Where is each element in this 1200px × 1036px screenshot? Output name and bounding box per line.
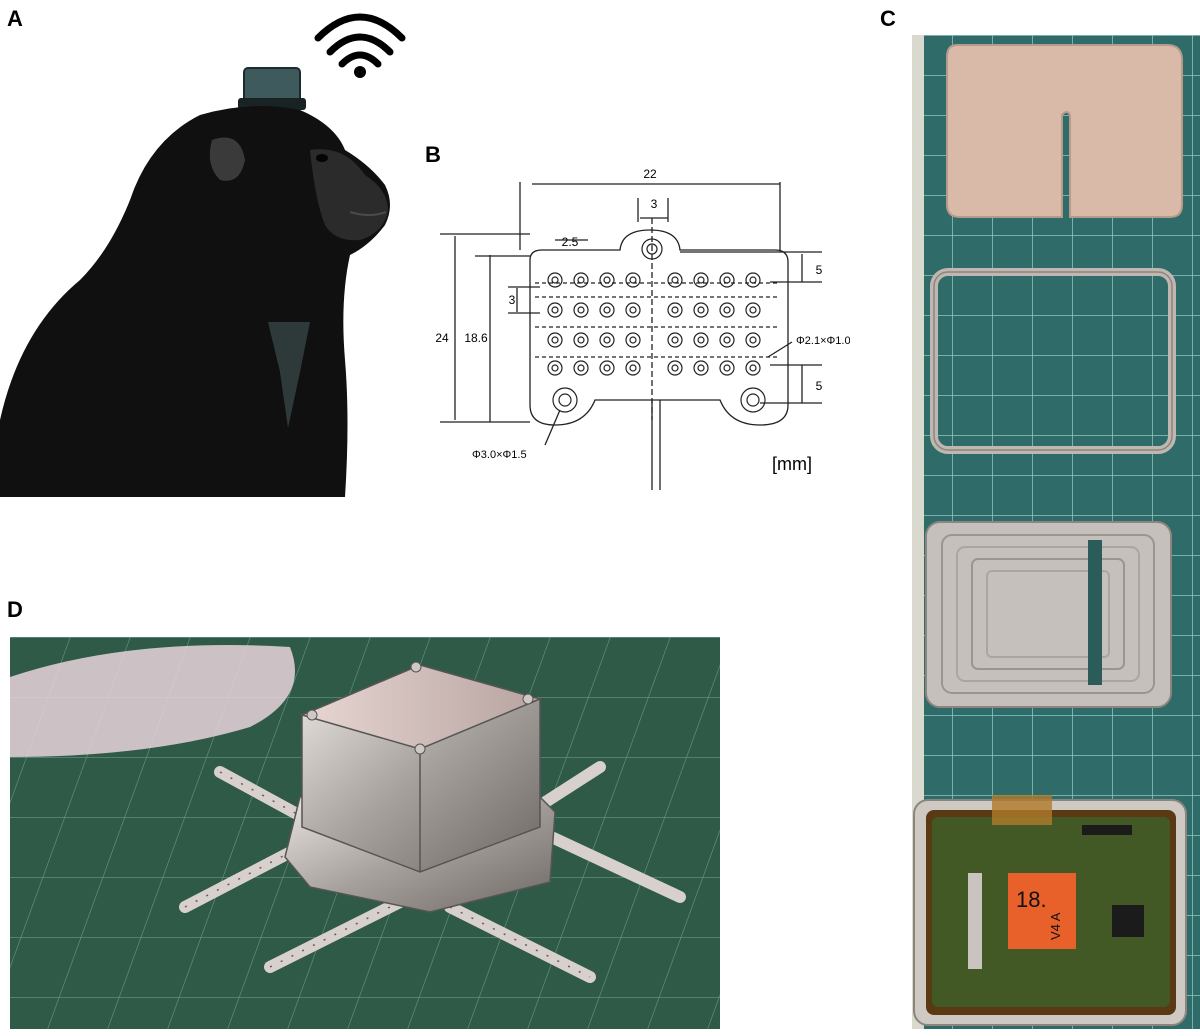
panel-label-b: B [425,142,441,167]
panel-label-a: A [7,6,23,31]
dim-height-total: 24 [435,331,449,345]
dim-row-pitch: 3 [509,293,516,307]
dim-hole-small: Φ2.1×Φ1.0 [796,335,850,347]
panel-label-d: D [7,597,23,622]
device-cap [243,67,301,103]
dim-hole-large: Φ3.0×Φ1.5 [472,449,527,461]
dim-top-pitch: 3 [651,197,658,211]
cutting-mat-grid: 18. V4 A [912,35,1200,1029]
top-hole-row [547,272,761,288]
dim-bottom-offset: 5 [816,379,823,393]
shield-plate [946,44,1183,218]
dim-top-offset: 5 [816,263,823,277]
shield-photo-strip: 18. V4 A [912,35,1200,1029]
unit-label: [mm] [772,454,812,474]
circuit-board: 18. V4 A [913,795,1187,1026]
board-label: 18. [1016,887,1047,912]
shield-lid [925,521,1172,708]
wifi-icon [314,13,406,78]
device-photo [10,637,720,1029]
monkey-silhouette [0,13,406,497]
electrode-holes [547,238,766,413]
board-label-2: V4 A [1048,912,1063,940]
electrode-drawing: 22 3 2.5 3 24 18.6 5 5 Φ2.1×Φ1.0 Φ3.0×Φ1… [435,167,850,490]
dim-height-inner: 18.6 [464,331,488,345]
dim-width: 22 [643,167,657,181]
dim-col-pitch: 2.5 [562,235,579,249]
panel-label-c: C [880,6,896,31]
shield-frame [930,268,1176,454]
